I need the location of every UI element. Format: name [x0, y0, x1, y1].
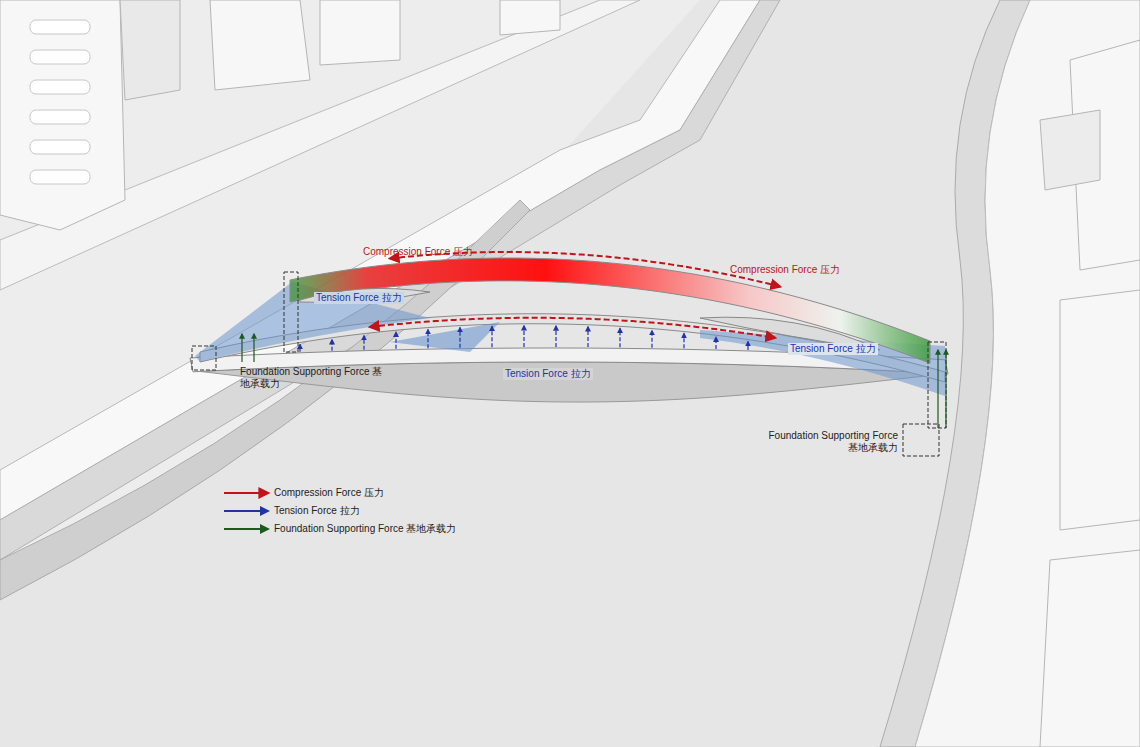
tension-label: Tension Force 拉力: [503, 368, 593, 380]
foundation-box: [284, 272, 298, 352]
foundation-label: Foundation Supporting Force 基地承载力: [760, 430, 900, 454]
tension-arrow: [555, 326, 556, 347]
foundation-arrow: [253, 334, 254, 362]
foundation-box: [903, 424, 939, 456]
tension-arrow: [587, 327, 588, 347]
compression-label: Compression Force 压力: [361, 246, 475, 258]
tension-arrow: [395, 332, 396, 349]
tension-arrow: [491, 326, 492, 347]
tension-arrow: [747, 342, 748, 350]
tension-arrow: [523, 326, 524, 347]
tension-arrow: [683, 334, 684, 349]
arch-opening: [700, 317, 880, 350]
foundation-label: Foundation Supporting Force 基地承载力: [238, 366, 392, 390]
tension-label: Tension Force 拉力: [788, 343, 878, 355]
tension-label: Tension Force 拉力: [314, 292, 404, 304]
arch-opening: [300, 288, 430, 302]
legend-text: Tension Force 拉力: [274, 505, 360, 517]
tension-arrow: [651, 331, 652, 348]
compression-arrow: [370, 318, 775, 338]
compression-arrow: [390, 252, 780, 287]
compression-arch: [290, 258, 930, 363]
legend-text: Foundation Supporting Force 基地承载力: [274, 523, 456, 535]
legend-arrow: [222, 522, 272, 536]
tension-arrow: [299, 345, 300, 352]
legend-text: Compression Force 压力: [274, 487, 384, 499]
tension-arrow: [715, 337, 716, 349]
foundation-box: [928, 342, 946, 428]
foundation-box: [192, 346, 216, 370]
tension-arrow-shape: [390, 322, 500, 352]
legend-arrow: [222, 504, 272, 518]
tension-arrow: [331, 340, 332, 351]
tension-arrow: [427, 330, 428, 349]
tension-arrow: [459, 328, 460, 348]
legend-arrow: [222, 486, 272, 500]
foundation-arrow: [945, 350, 946, 428]
tension-arrow: [363, 336, 364, 350]
tension-arrow: [619, 328, 620, 347]
foundation-arrow: [937, 350, 938, 428]
foundation-arrow: [241, 334, 242, 362]
compression-label: Compression Force 压力: [728, 264, 842, 276]
